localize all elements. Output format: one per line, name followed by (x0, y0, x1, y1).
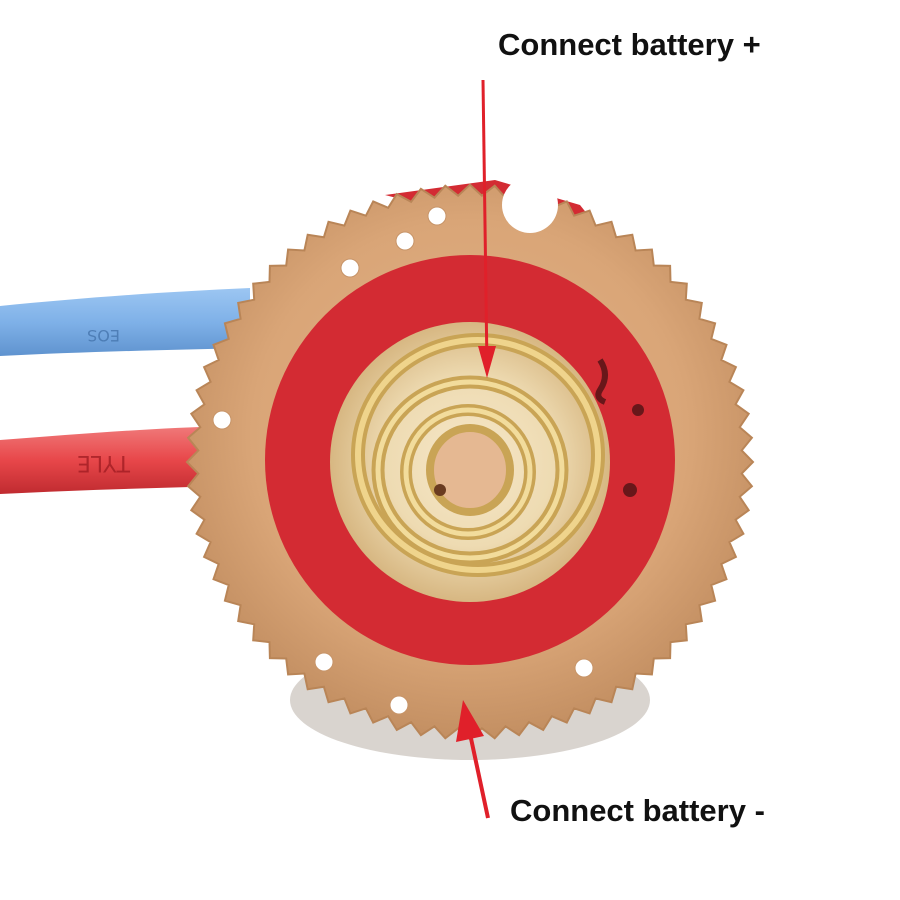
arrow-positive (478, 79, 496, 378)
wire-blue-text: EOS (87, 326, 120, 345)
board-notch (502, 177, 558, 233)
label-connect-battery-negative: Connect battery - (510, 793, 765, 828)
arrow-negative (456, 700, 490, 819)
spring-contact (351, 333, 605, 577)
mounting-holes (212, 206, 594, 715)
wire-red-text: TYLE (77, 450, 131, 475)
label-connect-battery-positive: Connect battery + (498, 27, 761, 62)
wire-blue: EOS (0, 288, 250, 356)
wire-red: TYLE (0, 426, 230, 494)
